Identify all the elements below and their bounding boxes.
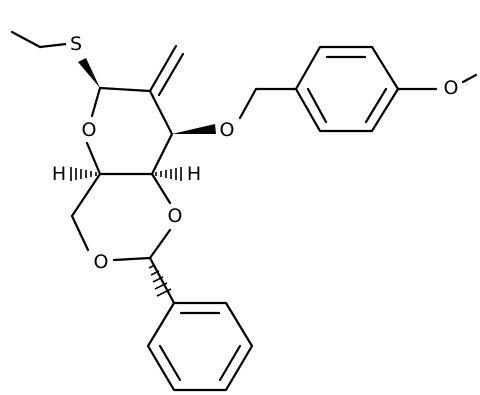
bond-c1-c2 xyxy=(98,86,152,93)
bond-acetal-c-phenyl xyxy=(148,256,176,305)
bond-c3-c4 xyxy=(150,132,174,176)
bond-c1-ring-o xyxy=(90,86,102,118)
methoxy-oxygen-label: O xyxy=(444,77,459,99)
atom-acetal-oxygen-left: O xyxy=(91,251,111,273)
bond-exo-methylene-a xyxy=(148,44,178,93)
bond-c4-acetal-o-right xyxy=(150,172,172,205)
hydrogen-right-label: H xyxy=(187,163,201,185)
phenyl-ring xyxy=(146,301,254,392)
phenyl-inner-bond-3 xyxy=(158,344,182,382)
bond-c6-c5 xyxy=(70,172,102,218)
hashed-bond-c4-h xyxy=(155,167,182,181)
atom-hydrogen-right: H xyxy=(185,163,203,185)
hydrogen-left-label: H xyxy=(52,163,66,185)
atom-hydrogen-left: H xyxy=(50,163,68,185)
wedge-c1-sulfur xyxy=(78,58,100,88)
atom-methoxy-oxygen: O xyxy=(441,77,461,99)
bond-methylene-sulfur xyxy=(38,42,68,49)
methoxyphenyl-ring xyxy=(294,45,400,133)
atom-sulfur: S xyxy=(66,33,86,55)
acetal-oxygen-right-label: O xyxy=(168,205,183,227)
bond-methyl-methylene xyxy=(10,30,42,49)
ring-oxygen-label: O xyxy=(82,119,97,141)
atom-acetal-oxygen-right: O xyxy=(165,205,185,227)
sulfur-label: S xyxy=(70,33,82,55)
bond-acetal-c-acetal-o-left xyxy=(112,256,152,262)
ether-oxygen-label: O xyxy=(220,119,235,141)
bond-acetal-o-right-acetal-c xyxy=(148,228,172,260)
bond-acetal-o-left-c6 xyxy=(70,214,90,252)
wedge-c3-ether-o xyxy=(172,124,216,134)
bond-c5-ring-o xyxy=(85,141,102,176)
stereo-wedges xyxy=(78,58,216,134)
skeletal-bonds xyxy=(10,30,478,392)
bond-ether-o-ch2 xyxy=(238,87,258,120)
hashed-bond-acetal-c-phenyl xyxy=(148,264,172,297)
hashed-bond-c5-h xyxy=(70,167,97,181)
methoxyphenyl-inner-bond-2 xyxy=(364,87,388,124)
atom-ether-oxygen: O xyxy=(217,119,237,141)
phenyl-inner-bond-2 xyxy=(218,344,242,382)
atom-ring-oxygen: O xyxy=(79,119,99,141)
bond-c2-c3 xyxy=(148,89,174,136)
bond-exo-methylene-b xyxy=(157,52,185,97)
bond-methoxy-o-methyl xyxy=(461,73,478,84)
methoxyphenyl-inner-bond-3 xyxy=(306,87,328,124)
acetal-oxygen-left-label: O xyxy=(94,251,109,273)
